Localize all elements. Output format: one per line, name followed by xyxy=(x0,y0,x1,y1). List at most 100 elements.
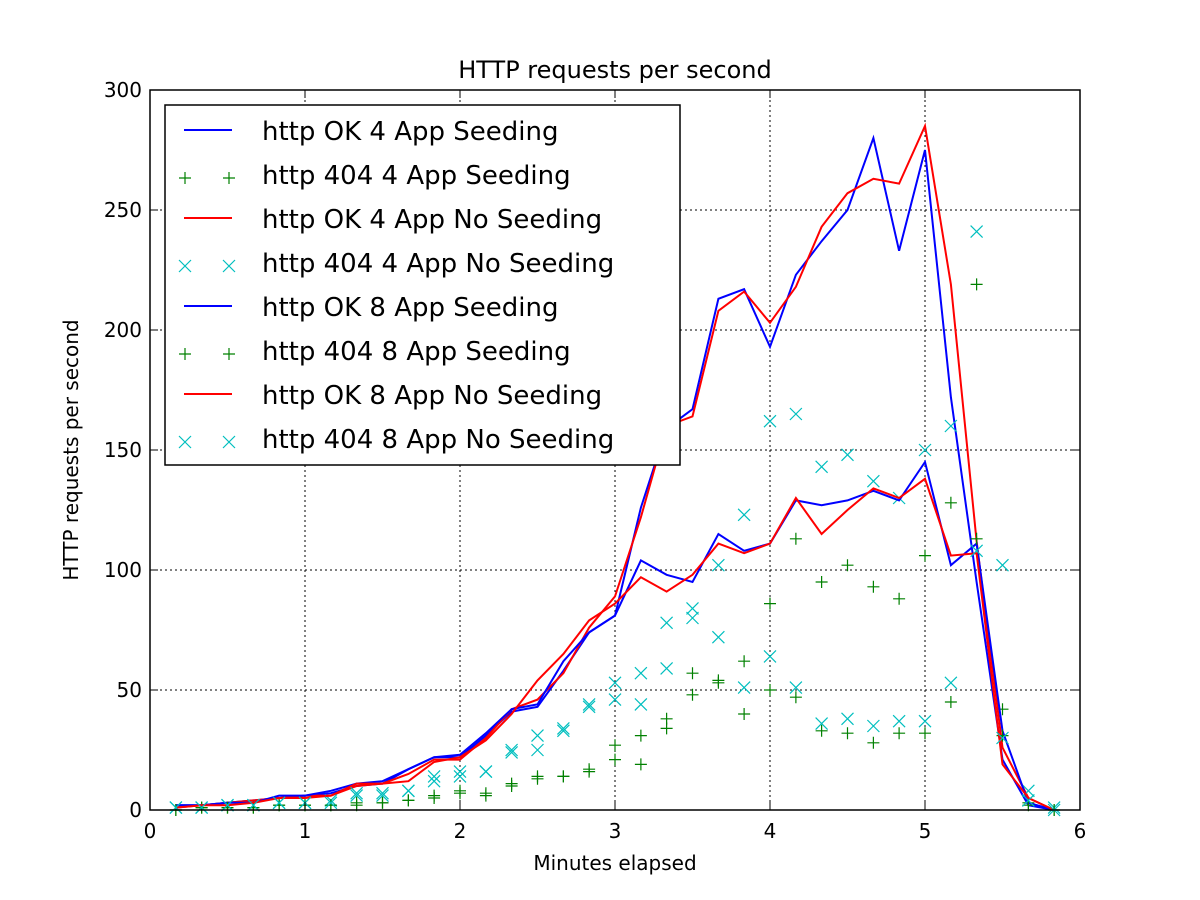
data-point xyxy=(764,597,776,610)
data-point xyxy=(738,708,751,720)
data-point xyxy=(660,661,674,675)
legend-item: http OK 4 App Seeding xyxy=(184,117,559,147)
legend-item: http OK 8 App Seeding xyxy=(184,293,559,323)
data-point xyxy=(996,558,1009,572)
data-point xyxy=(841,727,854,740)
y-axis-label: HTTP requests per second xyxy=(59,319,83,580)
y-tick-label: 250 xyxy=(104,198,142,222)
data-point xyxy=(608,693,622,707)
data-point xyxy=(505,745,519,759)
data-point xyxy=(841,712,854,726)
y-tick-label: 50 xyxy=(117,678,142,702)
x-tick-label: 0 xyxy=(144,819,157,843)
x-axis-label: Minutes elapsed xyxy=(533,851,696,875)
legend-swatch-marker xyxy=(178,435,236,449)
data-point xyxy=(427,774,441,788)
y-tick-label: 300 xyxy=(104,78,142,102)
data-point xyxy=(634,729,647,742)
data-point xyxy=(272,796,286,810)
data-point xyxy=(634,666,648,680)
data-point xyxy=(324,799,337,812)
series-layer xyxy=(169,122,1061,817)
legend-label: http 404 8 App No Seeding xyxy=(262,425,614,455)
data-point xyxy=(634,758,647,771)
data-point xyxy=(944,696,957,708)
data-point xyxy=(686,667,699,680)
data-point xyxy=(169,801,183,815)
data-point xyxy=(841,559,854,572)
data-point xyxy=(221,798,234,812)
data-point xyxy=(867,736,880,749)
legend: http OK 4 App Seeding http 404 4 App Seed… xyxy=(164,104,681,466)
data-point xyxy=(609,753,621,766)
data-point xyxy=(609,739,621,752)
data-point xyxy=(944,676,958,690)
data-point xyxy=(970,544,984,558)
series-7 xyxy=(175,477,1055,811)
data-point xyxy=(453,765,467,779)
data-point xyxy=(453,769,467,783)
legend-swatch-marker xyxy=(179,172,235,184)
data-point xyxy=(711,630,725,644)
legend-label: http OK 8 App No Seeding xyxy=(262,381,602,411)
data-point xyxy=(789,691,802,704)
data-point xyxy=(789,681,803,695)
data-point xyxy=(841,448,854,462)
data-point xyxy=(582,697,596,711)
series-4 xyxy=(169,225,1061,815)
data-point xyxy=(556,721,570,735)
data-point xyxy=(918,714,932,728)
data-point xyxy=(970,278,983,291)
data-point xyxy=(867,580,880,593)
legend-item: http 404 4 App Seeding xyxy=(179,161,571,191)
data-point xyxy=(763,414,777,428)
data-point xyxy=(427,769,441,783)
series-line xyxy=(175,459,1055,811)
data-point xyxy=(660,616,674,630)
data-point xyxy=(918,443,932,457)
y-tick-label: 100 xyxy=(104,558,142,582)
data-point xyxy=(866,474,880,488)
x-tick-label: 3 xyxy=(609,819,622,843)
data-point xyxy=(583,763,596,776)
legend-label: http OK 4 App No Seeding xyxy=(262,205,602,235)
data-point xyxy=(376,789,389,803)
data-point xyxy=(557,770,570,783)
data-point xyxy=(1021,793,1035,807)
data-point xyxy=(686,601,699,615)
series-line xyxy=(175,477,1055,811)
data-point xyxy=(737,681,751,695)
x-tick-label: 2 xyxy=(454,819,467,843)
data-point xyxy=(531,770,544,783)
data-point xyxy=(815,576,828,588)
data-point xyxy=(428,789,441,802)
legend-box xyxy=(164,104,681,466)
data-point xyxy=(376,796,389,809)
chart-title: HTTP requests per second xyxy=(458,56,772,84)
data-point xyxy=(944,496,957,509)
data-point xyxy=(376,786,389,800)
data-point xyxy=(608,676,622,690)
data-point xyxy=(686,688,699,701)
data-point xyxy=(711,558,725,572)
data-point xyxy=(350,796,363,809)
data-point xyxy=(815,724,828,737)
data-point xyxy=(479,765,493,779)
data-point xyxy=(789,407,803,421)
data-point xyxy=(763,649,777,663)
data-point xyxy=(221,801,234,814)
x-tick-label: 6 xyxy=(1074,819,1087,843)
data-point xyxy=(505,743,519,757)
data-point xyxy=(454,784,466,797)
data-point xyxy=(660,722,673,735)
data-point xyxy=(944,419,958,433)
series-5 xyxy=(175,459,1055,811)
legend-label: http OK 8 App Seeding xyxy=(262,293,559,323)
legend-label: http 404 4 App No Seeding xyxy=(262,249,614,279)
legend-label: http 404 8 App Seeding xyxy=(262,337,571,367)
data-point xyxy=(815,717,829,731)
data-point xyxy=(789,532,802,545)
data-point xyxy=(866,719,880,733)
legend-item: http 404 8 App No Seeding xyxy=(178,425,614,455)
data-point xyxy=(195,801,209,815)
